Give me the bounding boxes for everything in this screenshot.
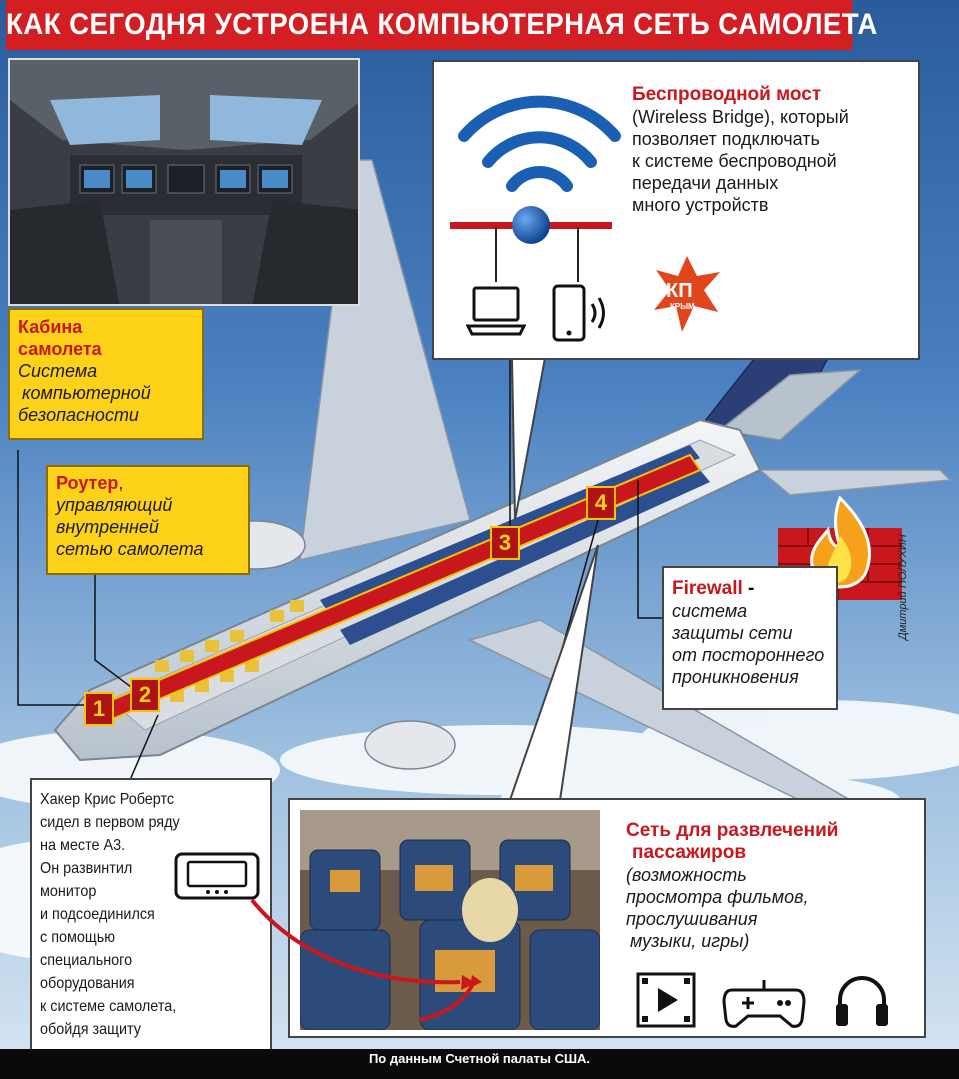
entertainment-heading-line1: Сеть для развлечений (626, 820, 839, 841)
firewall-text-line: от постороннего (672, 645, 825, 665)
hacker-text-line: оборудования (40, 975, 135, 992)
laptop-icon (466, 286, 526, 336)
firewall-text-line: система (672, 601, 748, 621)
entertainment-text-line: прослушивания (626, 909, 758, 929)
wireless-heading: Беспроводной мост (632, 84, 822, 105)
hacker-text-line: и подсоединился (40, 906, 155, 923)
monitor-icon (174, 852, 260, 900)
entertainment-heading-line2: пассажиров (632, 842, 747, 863)
router-heading-row: Роутер, (56, 472, 240, 494)
entertainment-text: Сеть для развлечений пассажиров (возможн… (626, 820, 916, 952)
hacker-text: Хакер Крис Робертс сидел в первом ряду н… (40, 788, 184, 1041)
marker-4: 4 (586, 486, 616, 520)
first-class-seats (155, 600, 304, 702)
hacker-text-line: к системе самолета, (40, 998, 177, 1015)
firewall-text-line: защиты сети (672, 623, 793, 643)
cockpit-text-line: Система (18, 361, 98, 381)
cockpit-heading-line2: самолета (18, 339, 102, 359)
hacker-text-line: обойдя защиту (40, 1021, 141, 1038)
hacker-text-line: монитор (40, 883, 97, 900)
router-text-line: управляющий (56, 495, 173, 515)
firewall-heading-suffix: - (742, 578, 755, 599)
firewall-heading-row: Firewall - (672, 578, 828, 600)
source-footer: По данным Счетной палаты США. (0, 1049, 959, 1079)
firewall-heading: Firewall (672, 578, 743, 599)
tail-stabilizer-upper (718, 369, 863, 441)
hacker-text-line: на месте А3. (40, 837, 126, 854)
wireless-text: Беспроводной мост (Wireless Bridge), кот… (632, 84, 917, 216)
router-label-box: Роутер, управляющий внутренней сетью сам… (46, 465, 250, 575)
router-text-line: сетью самолета (56, 539, 204, 559)
entertainment-box: Сеть для развлечений пассажиров (возможн… (288, 798, 926, 1038)
kp-logo-text: КП (666, 280, 693, 302)
hacker-text-line: Он развинтил (40, 860, 133, 877)
video-play-icon (636, 972, 696, 1028)
hacker-text-line: с помощью (40, 929, 116, 946)
marker-3: 3 (490, 526, 520, 560)
engine-lower (364, 720, 456, 770)
hacker-text-line: сидел в первом ряду (40, 814, 180, 831)
cockpit-label-box: Кабина самолета Система компьютерной без… (8, 308, 204, 440)
entertainment-text-line: (возможность (626, 865, 747, 885)
marker-2: 2 (130, 678, 160, 712)
marker-1: 1 (84, 692, 114, 726)
firewall-text-line: проникновения (672, 667, 799, 687)
entertainment-text-line: музыки, игры) (630, 931, 750, 951)
entertainment-text-line: просмотра фильмов, (626, 887, 809, 907)
cabin-photo (300, 810, 600, 1030)
page-title: КАК СЕГОДНЯ УСТРОЕНА КОМПЬЮТЕРНАЯ СЕТЬ С… (6, 0, 877, 50)
hacker-box: Хакер Крис Робертс сидел в первом ряду н… (30, 778, 272, 1072)
router-heading: Роутер (56, 473, 119, 493)
hacker-text-line: Хакер Крис Робертс (40, 791, 175, 808)
cockpit-text-line: компьютерной (22, 383, 151, 403)
wireless-text-line: позволяет подключать (632, 129, 820, 149)
cockpit-photo (8, 58, 360, 306)
bridge-node-icon (512, 206, 550, 244)
tail-stabilizer (757, 469, 952, 496)
firewall-box: Firewall - система защиты сети от постор… (662, 566, 838, 710)
wireless-text-line: к системе беспроводной (632, 151, 837, 171)
router-heading-suffix: , (118, 473, 124, 493)
wifi-icon (458, 95, 621, 192)
cockpit-heading-line1: Кабина (18, 317, 83, 337)
gamepad-icon (722, 980, 806, 1028)
bridge-wires (495, 227, 579, 282)
wireless-text-line: передачи данных (632, 173, 779, 193)
cockpit-text-line: безопасности (18, 405, 139, 425)
headphones-icon (836, 976, 888, 1026)
router-text-line: внутренней (56, 517, 159, 537)
author-credit: Дмитрий ПОЛУХИН (897, 534, 909, 640)
wireless-text-line: много устройств (632, 195, 769, 215)
kp-logo: КП КРЫМ (652, 254, 722, 334)
kp-logo-sub: КРЫМ (670, 302, 695, 311)
wireless-text-line: (Wireless Bridge), который (632, 107, 849, 127)
hacker-text-line: специального (40, 952, 133, 969)
wireless-bridge-box: Беспроводной мост (Wireless Bridge), кот… (432, 60, 920, 360)
smartphone-icon (552, 284, 605, 342)
